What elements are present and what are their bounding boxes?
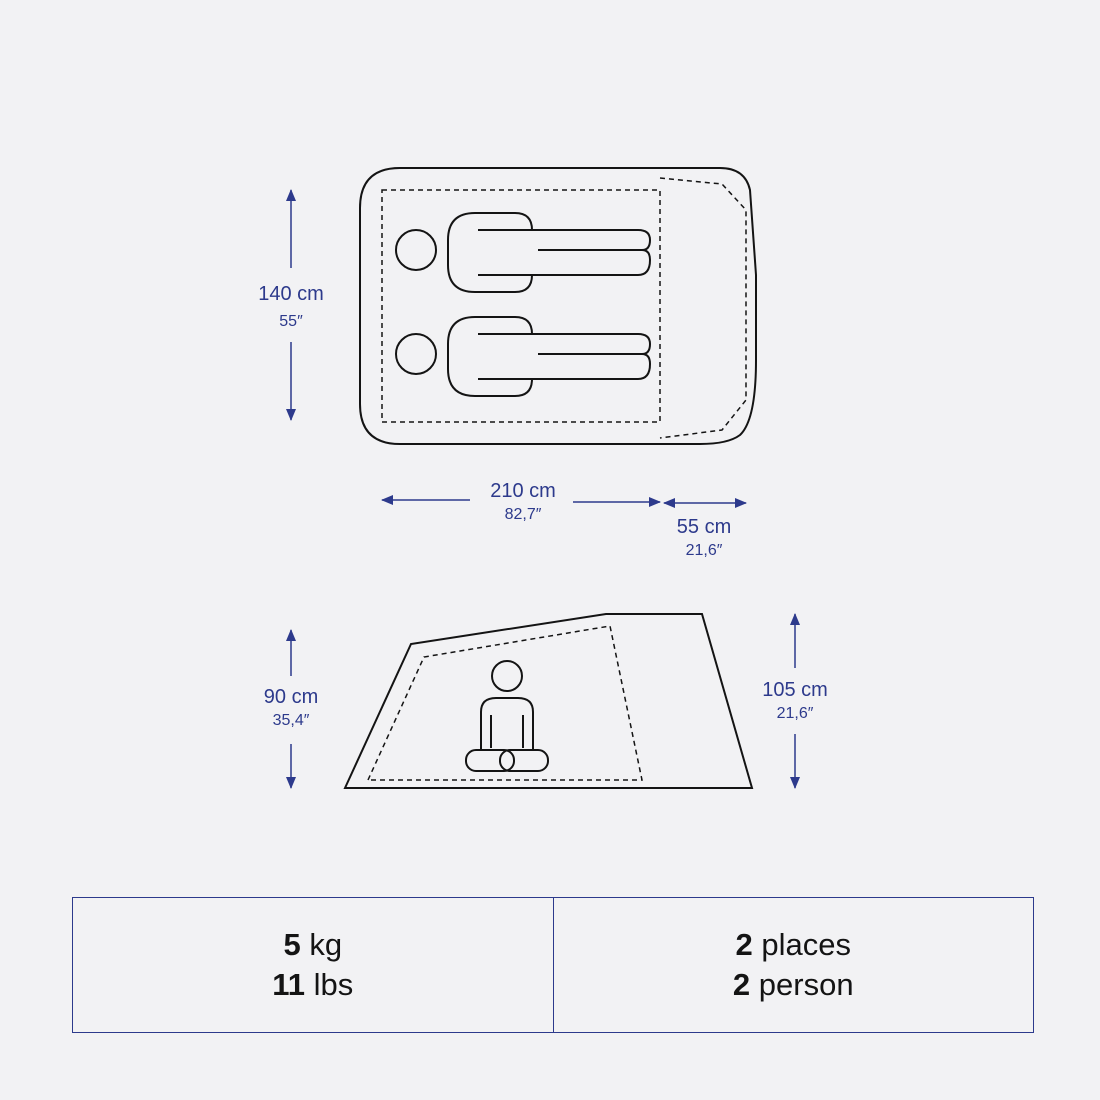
person-leg-right	[499, 749, 549, 772]
rear-height-imperial-label: 35,4″	[273, 712, 310, 729]
person-head	[491, 660, 523, 692]
sleeper-bottom	[395, 316, 652, 397]
sleeper-head	[395, 229, 437, 271]
vestibule-metric-label: 55 cm	[677, 516, 731, 538]
sleeper-body	[447, 212, 652, 293]
dimension-arrows-top	[286, 189, 747, 508]
length-metric-label: 210 cm	[490, 480, 556, 502]
weight-metric: 5 kg	[283, 925, 342, 965]
tent-top-view	[359, 167, 757, 445]
weight-cell: 5 kg 11 lbs	[73, 898, 553, 1032]
person-leg-left	[465, 749, 515, 772]
weight-imperial: 11 lbs	[272, 965, 353, 1005]
weight-metric-value: 5	[283, 927, 301, 962]
dimension-arrows-side	[286, 613, 800, 789]
weight-imperial-value: 11	[272, 967, 305, 1002]
capacity-en: 2 person	[733, 965, 854, 1005]
height-metric-label: 140 cm	[258, 283, 324, 305]
person-torso	[480, 697, 534, 750]
sleeper-body	[447, 316, 652, 397]
weight-imperial-unit: lbs	[313, 967, 354, 1002]
rear-height-metric-label: 90 cm	[264, 686, 318, 708]
sleeper-top	[395, 212, 652, 293]
inner-tent-dashed-outline	[381, 189, 661, 423]
capacity-fr: 2 places	[736, 925, 851, 965]
capacity-en-value: 2	[732, 967, 751, 1002]
inner-tent-side-dashed	[366, 625, 643, 781]
front-height-metric-label: 105 cm	[762, 679, 828, 701]
vestibule-imperial-label: 21,6″	[686, 542, 723, 559]
tent-side-view	[343, 613, 754, 789]
sleeper-arm	[478, 229, 642, 276]
weight-metric-unit: kg	[309, 927, 343, 962]
seated-person	[465, 660, 549, 772]
capacity-cell: 2 places 2 person	[552, 898, 1034, 1032]
sleeper-head	[395, 333, 437, 375]
front-height-imperial-label: 21,6″	[777, 705, 814, 722]
capacity-fr-unit: places	[761, 927, 851, 962]
capacity-fr-value: 2	[735, 927, 753, 962]
length-imperial-label: 82,7″	[505, 506, 542, 523]
vestibule-dashed-outline	[659, 177, 747, 439]
height-imperial-label: 55″	[279, 313, 303, 330]
sleeper-arm	[478, 333, 642, 380]
tent-floor-outline	[359, 167, 757, 445]
spec-table: 5 kg 11 lbs 2 places 2 person	[72, 897, 1034, 1033]
capacity-en-unit: person	[758, 967, 854, 1002]
tent-side-outline	[343, 613, 754, 789]
person-arms	[490, 715, 524, 748]
